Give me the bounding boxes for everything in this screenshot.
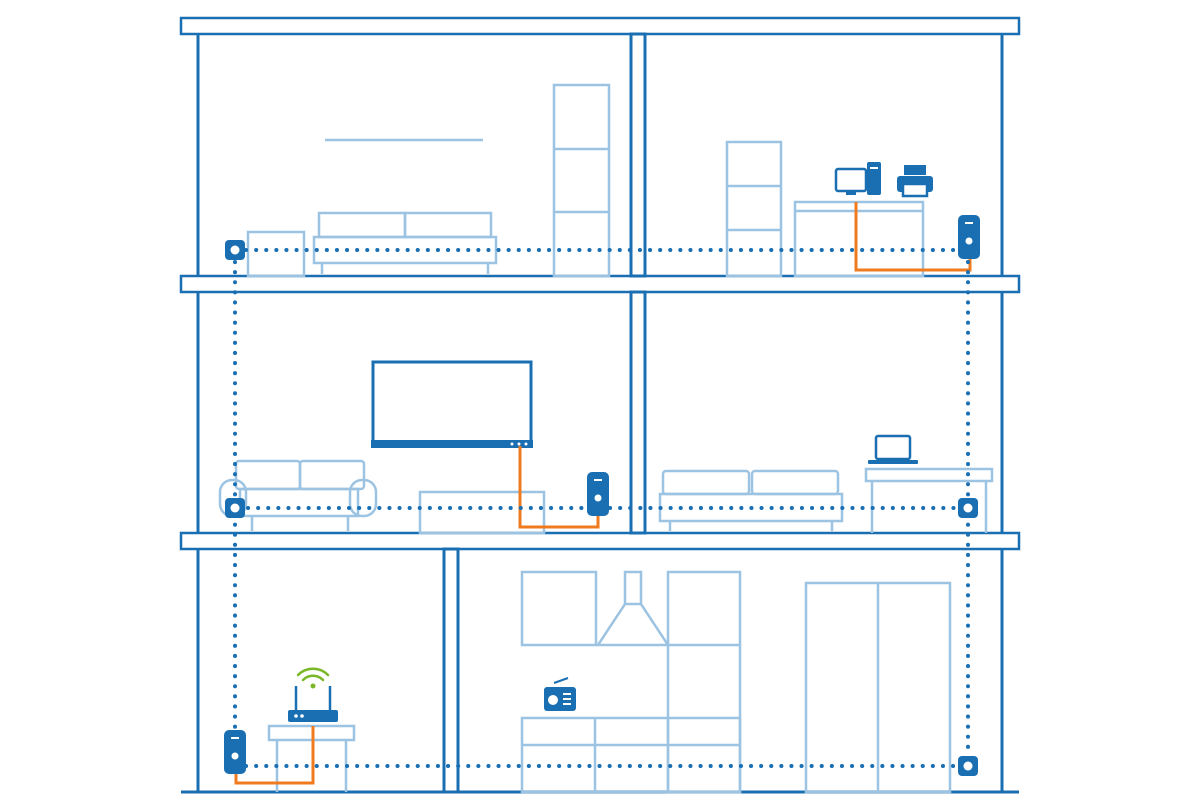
powerline-adapter-icon [224,730,246,774]
bed [658,469,844,531]
counter [520,716,742,794]
house-structure [179,16,1021,794]
desk [793,200,925,278]
ground-floor-divider [442,547,460,794]
wall-socket-icon [225,498,245,518]
powerline-adapter-icon [958,215,980,259]
side-desk [864,467,994,533]
wifi-signal-icon [296,667,330,689]
fridge [804,581,952,794]
wall-socket-icon [225,240,245,260]
ground-floor-furniture [267,570,952,794]
powerline-adapter-icon [587,472,609,516]
shelf-unit [552,83,611,278]
wall-cabinets [520,570,598,647]
side-table [246,230,306,278]
upper-floor-slab [179,274,1021,294]
tv-stand [418,490,546,535]
top-floor-furniture [246,83,925,278]
ethernet-cable-office [854,202,972,272]
laptop-icon [868,434,918,464]
middle-floor-divider [629,290,647,535]
armchair-sofa [218,459,378,531]
ethernet-cable-tv [518,446,600,529]
tv-icon [371,360,533,448]
wall-sockets [225,240,978,776]
desktop-computer-icon [834,162,881,195]
printer-icon [897,165,933,198]
cooker-hood [595,570,671,647]
wifi-router-icon [288,686,338,722]
middle-floor-slab [179,531,1021,551]
roof-slab [179,16,1021,36]
ethernet-cables [234,202,972,785]
radio-icon [544,677,576,711]
cabinet [725,140,783,278]
tall-cupboard [666,570,742,794]
powerline-network [233,248,970,768]
ethernet-cable-router [234,726,315,785]
sofa [312,211,498,274]
powerline-adapters [224,215,980,774]
wall-socket-icon [958,756,978,776]
wall-socket-icon [958,498,978,518]
top-floor-divider [629,32,647,278]
